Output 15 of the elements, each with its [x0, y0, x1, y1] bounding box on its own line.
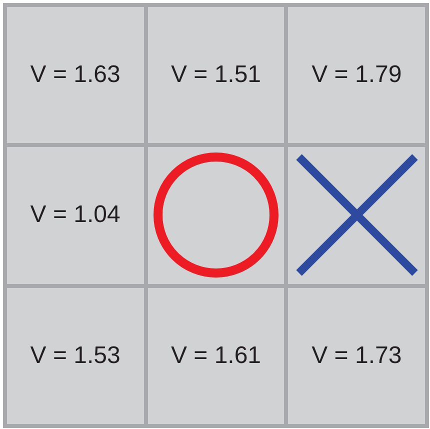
value-text: V = 1.51 [170, 60, 262, 90]
grid-cell [148, 7, 284, 144]
value-text: V = 1.73 [312, 340, 402, 371]
grid-cell [7, 147, 144, 284]
value-text: V = 1.63 [30, 60, 120, 90]
value-text: V = 1.61 [170, 340, 262, 371]
value-text: V = 1.04 [30, 200, 120, 230]
grid-cell [7, 7, 144, 144]
value-text: V = 1.53 [30, 340, 120, 371]
value-text: V = 1.79 [312, 60, 402, 90]
grid-cell [148, 288, 284, 424]
grid-cell [288, 147, 425, 284]
grid-cell [7, 288, 144, 424]
grid-cell [288, 288, 425, 424]
grid-cell [288, 7, 425, 144]
